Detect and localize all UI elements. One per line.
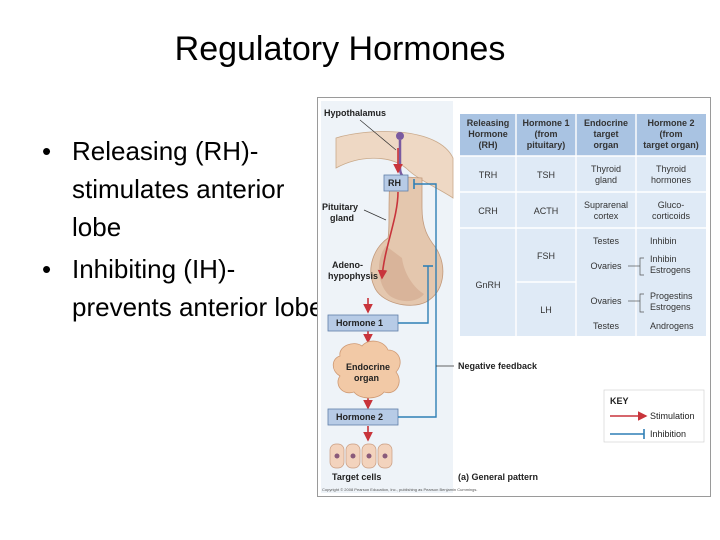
- cell-thyroid-hormones-1: Thyroid: [656, 164, 686, 174]
- header-rh-3: (RH): [479, 140, 498, 150]
- key-stimulation-label: Stimulation: [650, 411, 695, 421]
- endocrine-label-2: organ: [354, 373, 379, 383]
- bullet-dot: •: [42, 254, 52, 284]
- cell-lh: LH: [540, 305, 552, 315]
- hormone2-label: Hormone 2: [336, 412, 383, 422]
- cell-thyroid-gland-1: Thyroid: [591, 164, 621, 174]
- hypothalamus-label: Hypothalamus: [324, 108, 386, 118]
- diagram-key: KEY Stimulation Inhibition: [603, 389, 705, 443]
- header-rh-1: Releasing: [467, 118, 510, 128]
- bullet-list: • Releasing (RH)- stimulates anterior lo…: [38, 132, 328, 330]
- cell-androgens: Androgens: [650, 321, 694, 331]
- cell-glucocorticoids-2: corticoids: [652, 211, 691, 221]
- cell-testes-lh: Testes: [593, 321, 620, 331]
- slide-title: Regulatory Hormones: [174, 30, 506, 68]
- header-rh-2: Hormone: [468, 129, 508, 139]
- endocrine-organ-shape: [332, 340, 401, 399]
- hormone-diagram: Hypothalamus Pituitary gland Adeno- hypo…: [317, 97, 711, 497]
- cell-progestins: Progestins: [650, 291, 693, 301]
- cell-thyroid-hormones-2: hormones: [651, 175, 692, 185]
- header-organ-2: target: [593, 129, 618, 139]
- cell-gnrh: GnRH: [475, 280, 500, 290]
- header-h2-2: (from: [660, 129, 683, 139]
- cell-tsh: TSH: [537, 170, 555, 180]
- bullet-inhibiting: • Inhibiting (IH)- prevents anterior lob…: [38, 250, 328, 326]
- copyright-text: Copyright © 2008 Pearson Education, Inc.…: [322, 487, 477, 492]
- cell-fsh: FSH: [537, 251, 555, 261]
- pituitary-label-2: gland: [330, 213, 354, 223]
- rh-label: RH: [388, 178, 401, 188]
- bullet-dot: •: [42, 136, 52, 166]
- pituitary-label-1: Pituitary: [322, 202, 358, 212]
- cell-testes-fsh: Testes: [593, 236, 620, 246]
- feedback-line-hormone1: [398, 266, 429, 324]
- adenohypophysis-label-1: Adeno-: [332, 260, 363, 270]
- adenohypophysis-label-2: hypophysis: [328, 271, 378, 281]
- header-organ-1: Endocrine: [584, 118, 628, 128]
- table-header-row: [460, 114, 706, 156]
- header-organ-3: organ: [593, 140, 618, 150]
- hormone-table: Releasing Hormone (RH) Hormone 1 (from p…: [460, 114, 706, 336]
- cell-glucocorticoids-1: Gluco-: [658, 200, 685, 210]
- bracket-ovaries-fsh: [639, 257, 644, 276]
- cell-acth: ACTH: [534, 206, 559, 216]
- feedback-line-hormone2: [398, 183, 437, 418]
- stim-arrow-pituitary: [377, 191, 399, 280]
- rh-box: [383, 174, 409, 192]
- key-inhibition-label: Inhibition: [650, 429, 686, 439]
- header-h1-3: pituitary): [527, 140, 566, 150]
- cell-thyroid-gland-2: gland: [595, 175, 617, 185]
- adenohypophysis-shape: [378, 246, 424, 302]
- cell-inhibin-b: Inhibin: [650, 254, 677, 264]
- cell-estrogens-a: Estrogens: [650, 265, 691, 275]
- bullet-releasing: • Releasing (RH)- stimulates anterior lo…: [38, 132, 328, 246]
- cell-suprarenal-1: Suprarenal: [584, 200, 628, 210]
- cell-crh: CRH: [478, 206, 498, 216]
- neuron-body: [396, 132, 404, 140]
- key-label: KEY: [610, 396, 629, 406]
- bracket-ovaries-lh: [639, 293, 644, 313]
- hormone-diagram-svg: Hypothalamus Pituitary gland Adeno- hypo…: [321, 101, 706, 493]
- header-h1-2: (from: [535, 129, 558, 139]
- hormone1-label: Hormone 1: [336, 318, 383, 328]
- cell-suprarenal-2: cortex: [594, 211, 619, 221]
- bullet-text: Inhibiting (IH)- prevents anterior lobe: [72, 254, 324, 322]
- endocrine-label-1: Endocrine: [346, 362, 390, 372]
- target-cells: [329, 443, 393, 469]
- table-body: [460, 156, 706, 336]
- cell-ovaries-fsh: Ovaries: [590, 261, 622, 271]
- target-cells-label: Target cells: [332, 472, 381, 482]
- negative-feedback-label: Negative feedback: [458, 361, 538, 371]
- cell-inhibin-a: Inhibin: [650, 236, 677, 246]
- hypothalamus-shape: [335, 131, 454, 199]
- header-h2-1: Hormone 2: [647, 118, 694, 128]
- hypothalamus-pointer: [359, 119, 397, 151]
- bullet-text: Releasing (RH)- stimulates anterior lobe: [72, 136, 285, 242]
- header-h2-3: target organ): [643, 140, 699, 150]
- pituitary-pointer: [363, 209, 387, 221]
- cell-estrogens-b: Estrogens: [650, 302, 691, 312]
- figure-caption: (a) General pattern: [458, 472, 538, 482]
- cell-trh: TRH: [479, 170, 498, 180]
- header-h1-1: Hormone 1: [522, 118, 569, 128]
- cell-ovaries-lh: Ovaries: [590, 296, 622, 306]
